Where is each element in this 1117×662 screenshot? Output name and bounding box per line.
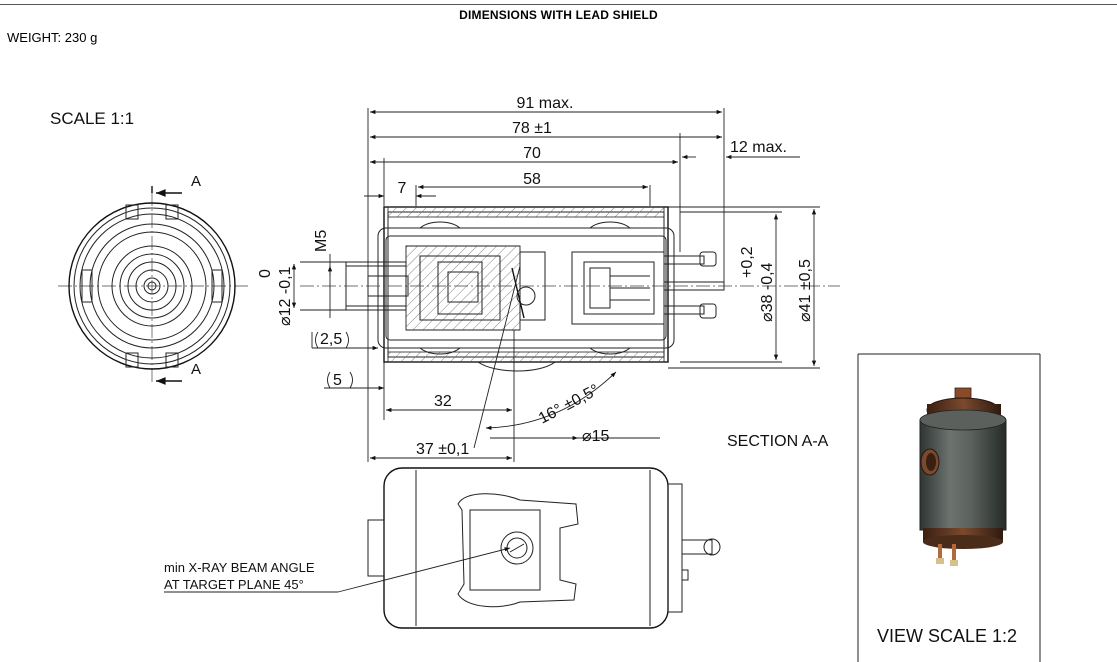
- dim-length-tol: 78 ±1: [512, 120, 552, 137]
- dim-angle: 16° ±0,5°: [536, 382, 602, 428]
- dim-len-37: 37 ±0,1: [416, 441, 469, 458]
- dim-dia41: ⌀41 ±0,5: [797, 259, 814, 322]
- dim-dia12: ⌀12 -0,1: [277, 266, 294, 326]
- beam-angle-note-line2: AT TARGET PLANE 45°: [164, 577, 304, 592]
- header-rule: [0, 4, 1117, 5]
- dim-ref-2-5: 2,5: [320, 331, 342, 348]
- tube-3d-render: [919, 387, 1007, 566]
- section-marker-top: A: [191, 173, 201, 190]
- side-view: [164, 467, 721, 629]
- dim-length-58: 58: [523, 171, 541, 188]
- end-view: A A: [58, 173, 248, 385]
- dim-thread: M5: [313, 230, 330, 252]
- dimension-lines: 91 max. 78 ±1 70 58 7 12 max. +0,2 ⌀38 -…: [257, 95, 820, 462]
- dim-pin-max: 12 max.: [730, 139, 787, 156]
- dim-dia15: ⌀15: [582, 428, 610, 445]
- dim-dia38-tol-top: +0,2: [739, 246, 756, 278]
- section-view: [300, 206, 840, 372]
- section-label: SECTION A-A: [727, 433, 829, 450]
- dim-overall-max: 91 max.: [517, 95, 574, 112]
- dim-offset-7: 7: [398, 180, 407, 197]
- view-box: [857, 353, 1041, 662]
- dim-dia38: ⌀38 -0,4: [759, 262, 776, 322]
- weight-label: WEIGHT: 230 g: [7, 30, 98, 45]
- scale-label: SCALE 1:1: [50, 109, 134, 128]
- section-marker-bottom: A: [191, 361, 201, 378]
- dim-dia12-tol-top: 0: [257, 269, 274, 278]
- beam-angle-note-line1: min X-RAY BEAM ANGLE: [164, 560, 315, 575]
- page-title: DIMENSIONS WITH LEAD SHIELD: [459, 8, 658, 22]
- dim-ref-5: 5: [333, 372, 342, 389]
- dim-length-70: 70: [523, 145, 541, 162]
- view-scale-label: VIEW SCALE 1:2: [877, 626, 1017, 646]
- dim-len-32: 32: [434, 393, 452, 410]
